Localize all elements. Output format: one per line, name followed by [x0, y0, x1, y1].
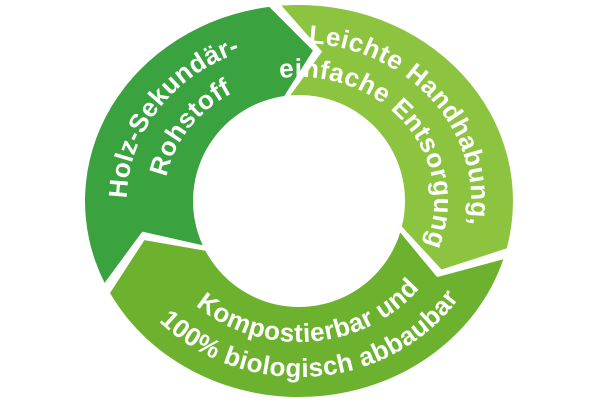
segment-kompostierbar	[110, 232, 504, 398]
segment-holz-sekundaer-rohstoff	[85, 6, 313, 283]
segment-leichte-handhabung	[281, 5, 513, 270]
cycle-segments-group	[85, 5, 513, 398]
